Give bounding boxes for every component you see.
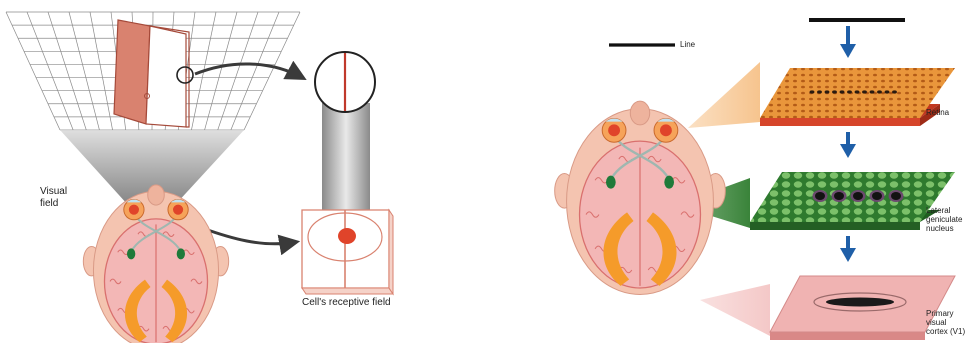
left-panel	[6, 12, 393, 343]
receptive-field-spot	[338, 228, 356, 244]
retina-beam	[688, 62, 760, 128]
right-panel	[555, 20, 955, 340]
retina-layer	[760, 68, 955, 126]
visual-field-label: Visual field	[40, 186, 67, 209]
retina-label: Retina	[926, 108, 949, 117]
lgn-label: Lateral geniculate nucleus	[926, 206, 962, 234]
v1-activation	[826, 298, 894, 307]
v1-label: Primary visual cortex (V1)	[926, 309, 965, 337]
magnifier-tube	[322, 103, 370, 213]
brain-head-left	[83, 185, 228, 343]
brain-head-right	[555, 101, 726, 294]
receptive-field-illustration	[302, 52, 393, 294]
arrow-to-receptive-field	[195, 64, 303, 78]
receptive-field-label: Cell's receptive field	[302, 297, 391, 309]
arrow-from-brain	[202, 228, 296, 244]
lgn-layer	[750, 172, 955, 230]
line-label: Line	[680, 40, 695, 49]
v1-beam	[700, 284, 770, 336]
